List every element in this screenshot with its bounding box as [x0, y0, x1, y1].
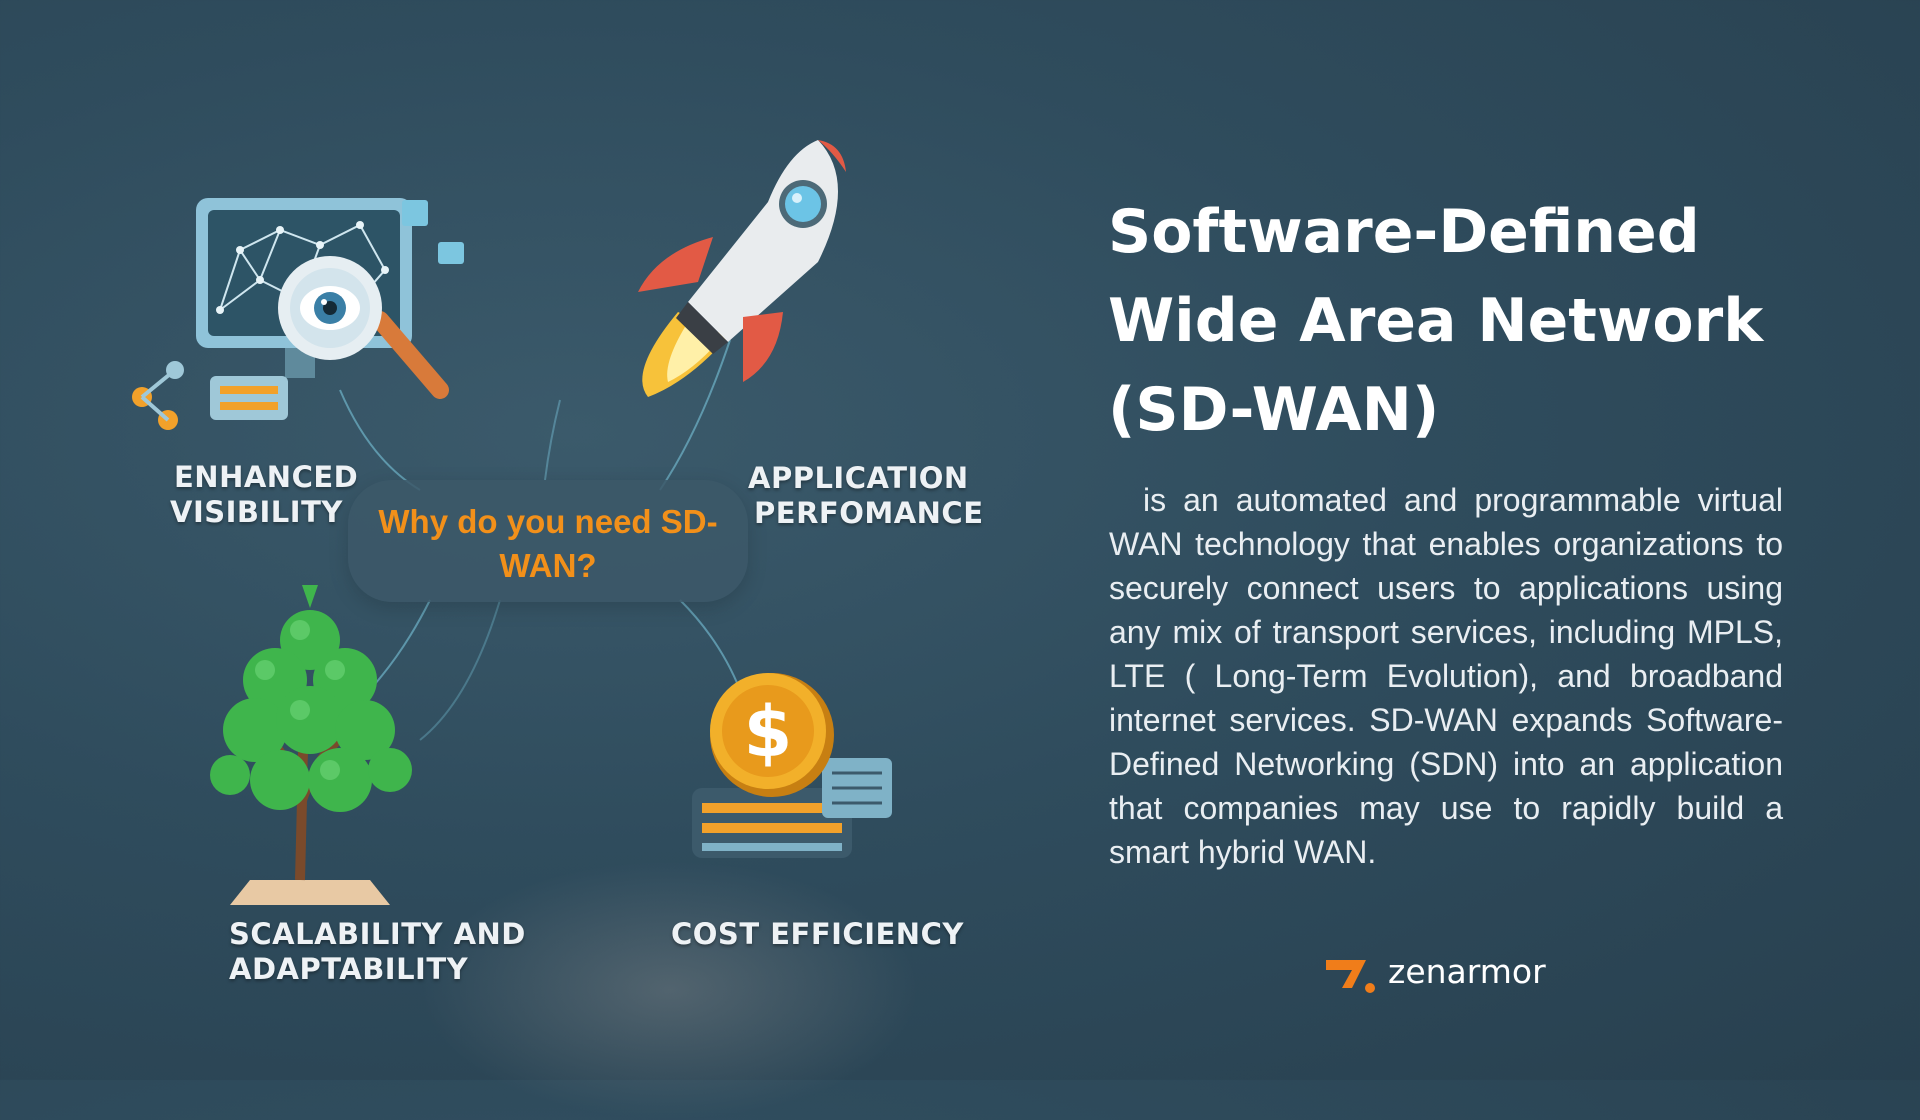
feature-label-line: ENHANCED — [174, 460, 359, 494]
title-line: (SD-WAN) — [1108, 375, 1440, 445]
feature-label-cost-efficiency: COST EFFICIENCY — [671, 917, 964, 952]
feature-label-scalability-adaptability: SCALABILITY AND ADAPTABILITY — [229, 917, 526, 987]
description-body: is an automated and programmable virtual… — [1109, 482, 1784, 870]
monitor-magnifier-eye-icon — [132, 198, 464, 430]
feature-label-line: SCALABILITY AND — [229, 917, 526, 951]
zenarmor-logo-icon — [1326, 960, 1375, 993]
svg-text:$: $ — [744, 691, 793, 773]
title-line: Wide Area Network — [1108, 286, 1764, 356]
question-text: Why do you need SD-WAN? — [378, 503, 718, 584]
feature-label-line: PERFOMANCE — [754, 496, 984, 530]
feature-label-enhanced-visibility: ENHANCED VISIBILITY — [170, 460, 359, 530]
tree-icon — [210, 585, 412, 905]
connector-lines — [339, 339, 741, 741]
brand-name: zenarmor — [1388, 952, 1546, 991]
brand-logo: zenarmor — [1322, 950, 1562, 1000]
title-line: Software-Defined — [1108, 197, 1700, 267]
feature-label-application-performance: APPLICATION PERFOMANCE — [748, 461, 984, 531]
page-title: Software-Defined Wide Area Network (SD-W… — [1108, 188, 1808, 455]
dollar-coin-server-icon: $ — [692, 673, 892, 858]
feature-label-line: COST EFFICIENCY — [671, 917, 964, 951]
feature-label-line: VISIBILITY — [170, 495, 343, 529]
description-text: is an automated and programmable virtual… — [1109, 478, 1783, 874]
feature-label-line: APPLICATION — [748, 461, 969, 495]
floor-glow — [420, 860, 920, 1120]
feature-label-line: ADAPTABILITY — [229, 952, 469, 986]
rocket-icon — [638, 140, 846, 397]
question-bubble — [348, 480, 748, 602]
